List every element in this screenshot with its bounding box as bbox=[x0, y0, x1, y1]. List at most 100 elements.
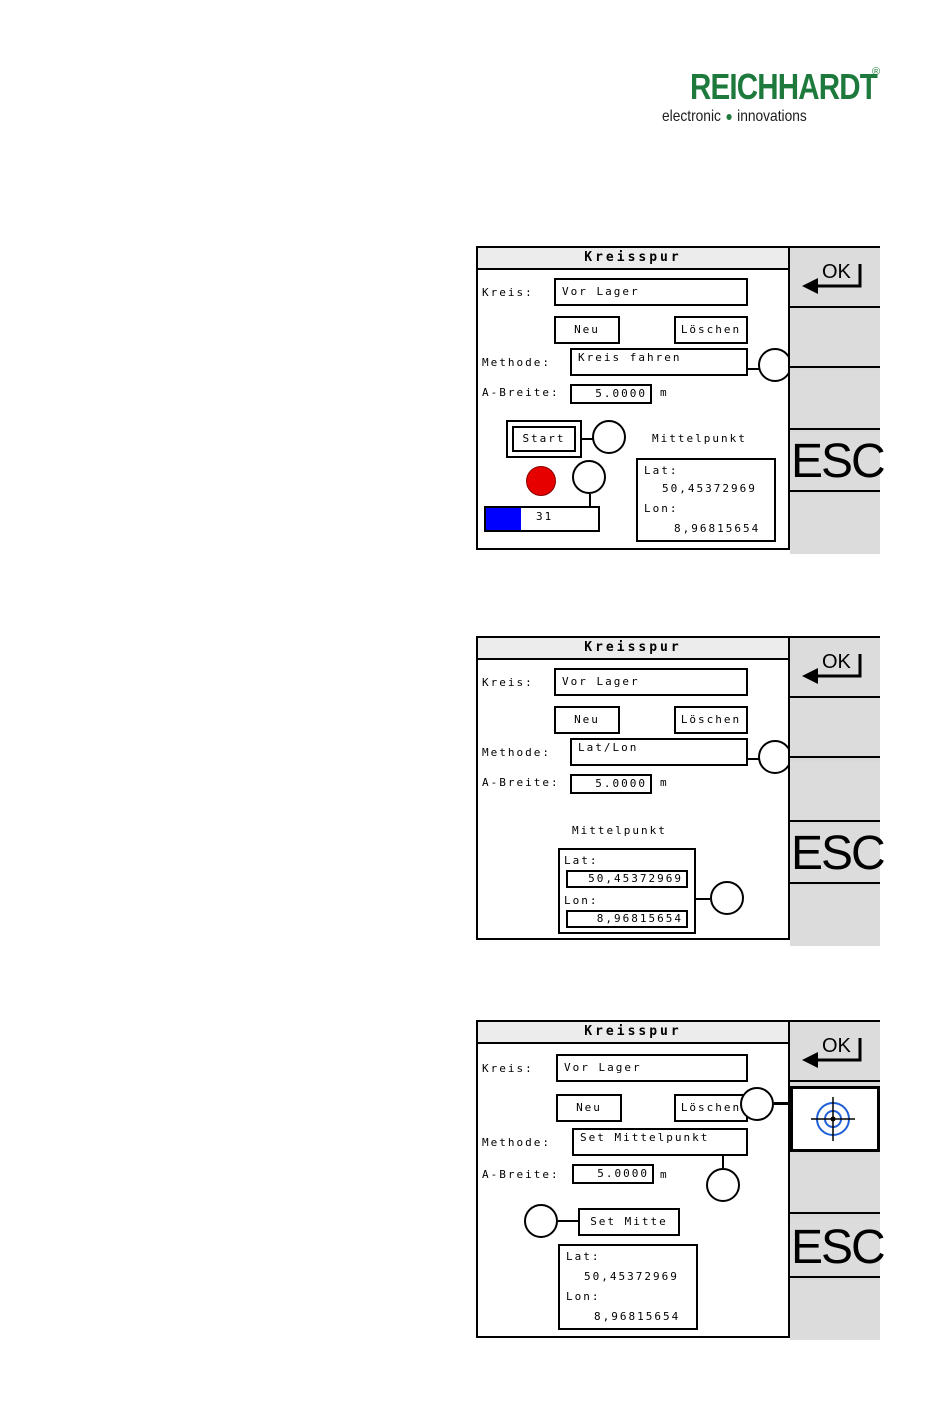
callout-circle bbox=[706, 1168, 740, 1202]
empty-softkey[interactable] bbox=[790, 762, 880, 822]
delete-button[interactable]: Löschen bbox=[674, 1094, 748, 1122]
ok-label: OK bbox=[822, 651, 852, 673]
mittelpunkt-box: Lat: 50,45372969 Lon: 8,96815654 bbox=[636, 458, 776, 542]
callout-line bbox=[582, 438, 594, 440]
lon-label: Lon: bbox=[644, 502, 679, 515]
tagline-dot-icon bbox=[726, 113, 732, 120]
callout-circle bbox=[758, 348, 792, 382]
esc-label: ESC bbox=[791, 827, 886, 880]
ok-label: OK bbox=[822, 261, 852, 283]
logo-wordmark: REICHHARDT bbox=[690, 66, 878, 107]
empty-softkey[interactable] bbox=[790, 698, 880, 758]
esc-label: ESC bbox=[791, 1221, 886, 1274]
start-button-frame[interactable]: Start bbox=[506, 420, 582, 458]
callout-line bbox=[748, 368, 760, 370]
screen-title: Kreisspur bbox=[478, 1022, 788, 1044]
ok-return-icon: OK bbox=[802, 261, 862, 294]
methode-select[interactable]: Lat/Lon bbox=[570, 738, 748, 766]
methode-select[interactable]: Set Mittelpunkt bbox=[572, 1128, 748, 1156]
breite-label: A-Breite: bbox=[482, 386, 560, 399]
ok-softkey[interactable]: OK bbox=[790, 638, 880, 698]
kreisspur-screen-2: Kreisspur Kreis: Vor Lager Neu Löschen M… bbox=[476, 636, 886, 946]
screen-title: Kreisspur bbox=[478, 638, 788, 660]
esc-label: ESC bbox=[791, 435, 886, 488]
methode-label: Methode: bbox=[482, 356, 551, 369]
start-button[interactable]: Start bbox=[512, 426, 576, 452]
mittelpunkt-label: Mittelpunkt bbox=[572, 824, 667, 837]
empty-softkey[interactable] bbox=[790, 308, 880, 368]
set-center-softkey[interactable] bbox=[790, 1086, 880, 1152]
lat-label: Lat: bbox=[564, 854, 599, 867]
methode-select[interactable]: Kreis fahren bbox=[570, 348, 748, 376]
breite-input[interactable]: 5.0000 bbox=[572, 1164, 654, 1184]
empty-softkey[interactable] bbox=[790, 370, 880, 430]
screen-title: Kreisspur bbox=[478, 248, 788, 270]
kreis-label: Kreis: bbox=[482, 676, 534, 689]
breite-unit: m bbox=[660, 1168, 669, 1181]
callout-line bbox=[722, 1156, 724, 1168]
progress-fill bbox=[486, 508, 521, 530]
new-button[interactable]: Neu bbox=[554, 316, 620, 344]
callout-line bbox=[774, 1102, 788, 1105]
methode-label: Methode: bbox=[482, 746, 551, 759]
kreisspur-screen-1: Kreisspur Kreis: Vor Lager Neu Löschen M… bbox=[476, 246, 886, 554]
empty-softkey[interactable] bbox=[790, 1280, 880, 1340]
logo-tagline: electronic innovations bbox=[662, 108, 807, 126]
tagline-left: electronic bbox=[662, 108, 721, 125]
lon-label: Lon: bbox=[564, 894, 599, 907]
callout-line bbox=[696, 898, 710, 900]
breite-label: A-Breite: bbox=[482, 1168, 560, 1181]
lat-label: Lat: bbox=[644, 464, 679, 477]
callout-circle bbox=[710, 881, 744, 915]
mittelpunkt-label: Mittelpunkt bbox=[652, 432, 747, 445]
progress-value: 31 bbox=[536, 510, 554, 523]
mittelpunkt-box: Lat: 50,45372969 Lon: 8,96815654 bbox=[558, 848, 696, 934]
ok-return-icon: OK bbox=[802, 651, 862, 684]
callout-circle bbox=[572, 460, 606, 494]
lon-value: 8,96815654 bbox=[674, 522, 761, 535]
delete-button[interactable]: Löschen bbox=[674, 706, 748, 734]
new-button[interactable]: Neu bbox=[556, 1094, 622, 1122]
kreis-label: Kreis: bbox=[482, 1062, 534, 1075]
lat-input[interactable]: 50,45372969 bbox=[566, 870, 688, 888]
set-mitte-button[interactable]: Set Mitte bbox=[578, 1208, 680, 1236]
kreis-select[interactable]: Vor Lager bbox=[556, 1054, 748, 1082]
kreis-select[interactable]: Vor Lager bbox=[554, 668, 748, 696]
ok-softkey[interactable]: OK bbox=[790, 1022, 880, 1082]
ok-return-icon: OK bbox=[802, 1035, 862, 1068]
new-button[interactable]: Neu bbox=[554, 706, 620, 734]
methode-label: Methode: bbox=[482, 1136, 551, 1149]
delete-button[interactable]: Löschen bbox=[674, 316, 748, 344]
esc-softkey[interactable]: ESC bbox=[790, 1218, 886, 1278]
tagline-right: innovations bbox=[737, 108, 807, 125]
ok-label: OK bbox=[822, 1035, 852, 1057]
kreis-select[interactable]: Vor Lager bbox=[554, 278, 748, 306]
breite-input[interactable]: 5.0000 bbox=[570, 384, 652, 404]
callout-circle bbox=[758, 740, 792, 774]
breite-input[interactable]: 5.0000 bbox=[570, 774, 652, 794]
callout-circle bbox=[740, 1087, 774, 1121]
reichhardt-logo: REICHHARDT ® electronic innovations bbox=[660, 66, 890, 136]
mittelpunkt-box: Lat: 50,45372969 Lon: 8,96815654 bbox=[558, 1244, 698, 1330]
empty-softkey[interactable] bbox=[790, 886, 880, 946]
logo-registered-mark: ® bbox=[872, 66, 881, 78]
callout-line bbox=[558, 1220, 578, 1222]
softkey-bar: OK ESC bbox=[788, 1022, 886, 1340]
empty-softkey[interactable] bbox=[790, 1154, 880, 1214]
softkey-bar: OK ESC bbox=[788, 248, 886, 554]
lon-input[interactable]: 8,96815654 bbox=[566, 910, 688, 928]
lat-value: 50,45372969 bbox=[662, 482, 757, 495]
esc-softkey[interactable]: ESC bbox=[790, 824, 886, 884]
lat-value: 50,45372969 bbox=[584, 1270, 679, 1283]
lon-label: Lon: bbox=[566, 1290, 601, 1303]
breite-label: A-Breite: bbox=[482, 776, 560, 789]
kreisspur-screen-3: Kreisspur Kreis: Vor Lager Neu Löschen M… bbox=[476, 1020, 886, 1340]
recording-indicator-icon bbox=[526, 466, 556, 496]
empty-softkey[interactable] bbox=[790, 494, 880, 554]
lat-label: Lat: bbox=[566, 1250, 601, 1263]
ok-softkey[interactable]: OK bbox=[790, 248, 880, 308]
callout-line bbox=[748, 758, 760, 760]
esc-softkey[interactable]: ESC bbox=[790, 432, 886, 492]
kreis-label: Kreis: bbox=[482, 286, 534, 299]
progress-bar: 31 bbox=[484, 506, 600, 532]
